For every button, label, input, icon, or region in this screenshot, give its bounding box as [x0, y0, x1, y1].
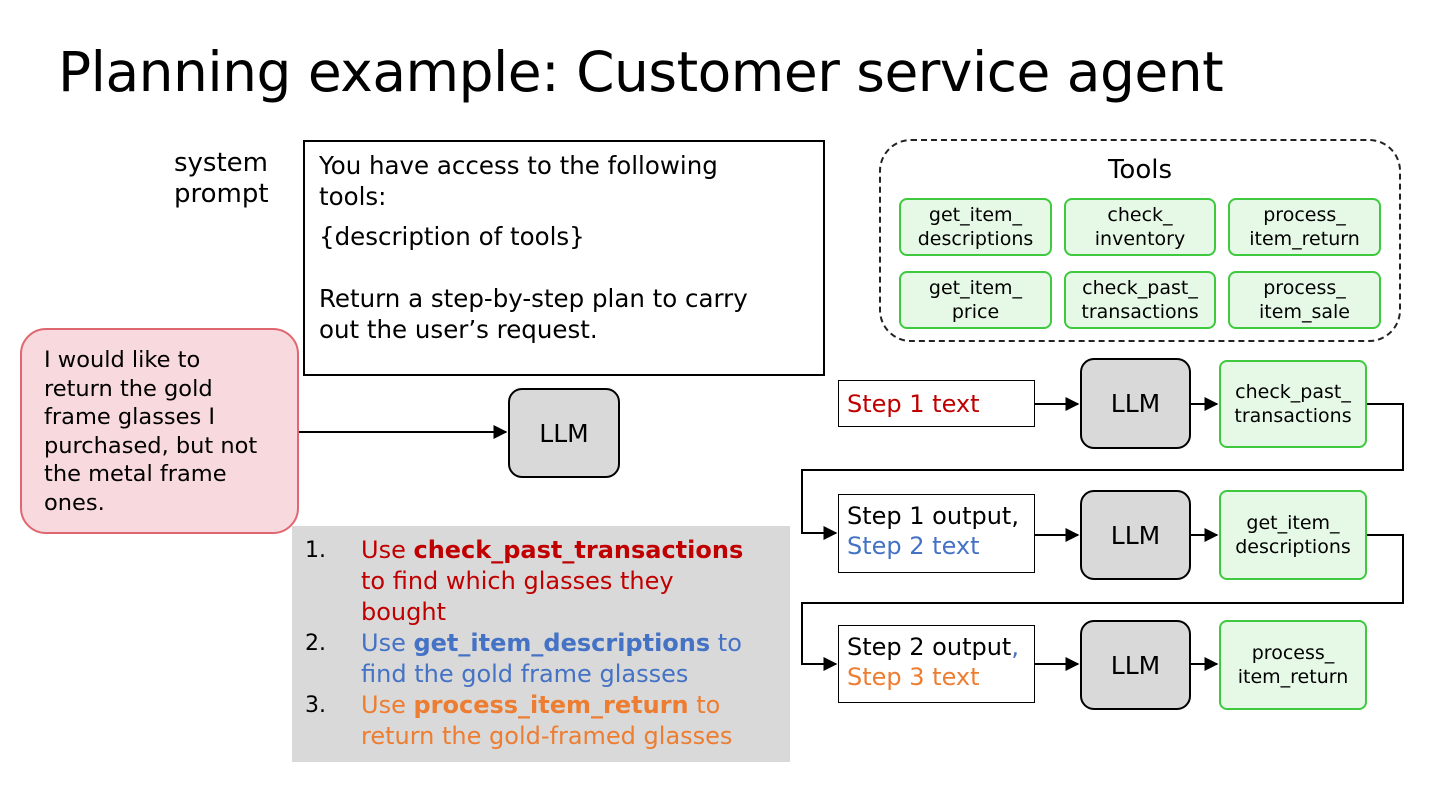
plan-item-2-number: 2. [305, 631, 326, 656]
plan-item-3: Use process_item_return to return the go… [361, 690, 781, 752]
step-2-llm-label: LLM [1110, 520, 1161, 550]
step-1-text: Step 1 text [847, 389, 980, 418]
step-1-llm-label: LLM [1110, 389, 1161, 418]
plan-item-2-tool: get_item_descriptions [413, 629, 711, 657]
step-3-line2: Step 3 text [847, 663, 980, 691]
system-prompt-line5: out the user’s request. [319, 315, 598, 344]
tool-get-item-price: get_item_ price [899, 271, 1052, 329]
plan-item-3-number: 3. [305, 693, 326, 718]
plan-item-1-tool: check_past_transactions [413, 536, 744, 564]
planner-llm-label: LLM [539, 418, 589, 448]
system-prompt-label-line1: system [174, 148, 268, 178]
plan-item-3-suffix: to [688, 691, 721, 719]
plan-item-1: Use check_past_transactions to find whic… [361, 535, 781, 628]
step-3-tool-call: process_ item_return [1219, 620, 1367, 710]
tools-panel [879, 139, 1401, 342]
plan-item-2-prefix: Use [361, 629, 414, 657]
plan-item-1-rest2: bought [361, 598, 446, 626]
plan-item-1-rest1: to find which glasses they [361, 567, 674, 595]
system-prompt-line1: You have access to the following [319, 151, 718, 180]
step-3-line1-comma: , [1011, 633, 1019, 661]
system-prompt-label: system prompt [174, 148, 269, 210]
step-2-llm-box: LLM [1080, 490, 1191, 580]
tool-get-item-descriptions: get_item_ descriptions [899, 198, 1052, 256]
connector-step2-to-step3 [801, 534, 1404, 671]
plan-item-2: Use get_item_descriptions to find the go… [361, 628, 781, 690]
tool-process-item-sale: process_ item_sale [1228, 271, 1381, 329]
user-message-bubble: I would like to return the gold frame gl… [20, 328, 299, 534]
tool-check-inventory: check_ inventory [1064, 198, 1216, 256]
tool-check-past-transactions: check_past_ transactions [1064, 271, 1216, 329]
step-1-tool-call: check_past_ transactions [1219, 360, 1367, 448]
system-prompt-line3: {description of tools} [319, 222, 585, 251]
step-1-input-box: Step 1 text [838, 380, 1035, 427]
plan-item-3-tool: process_item_return [413, 691, 689, 719]
step-2-input-box: Step 1 output, Step 2 text [838, 494, 1035, 573]
step-3-llm-box: LLM [1080, 620, 1191, 710]
tool-process-item-return: process_ item_return [1228, 198, 1381, 256]
step-2-line2: Step 2 text [847, 532, 980, 560]
step-3-line1: Step 2 output [847, 633, 1012, 661]
plan-item-2-rest1: find the gold frame glasses [361, 660, 689, 688]
step-3-input-box: Step 2 output, Step 3 text [838, 625, 1035, 703]
plan-item-3-prefix: Use [361, 691, 414, 719]
system-prompt-line2: tools: [319, 182, 387, 211]
planner-llm-box: LLM [508, 388, 620, 478]
tools-title: Tools [1107, 155, 1173, 185]
slide-title: Planning example: Customer service agent [58, 40, 1224, 104]
plan-item-3-rest1: return the gold-framed glasses [361, 722, 733, 750]
plan-item-1-number: 1. [305, 538, 326, 563]
step-2-tool-call: get_item_ descriptions [1219, 490, 1367, 580]
plan-item-2-suffix: to [710, 629, 742, 657]
plan-item-1-prefix: Use [361, 536, 414, 564]
system-prompt-line4: Return a step-by-step plan to carry [319, 284, 748, 313]
plan-output-box [292, 526, 790, 762]
step-1-llm-box: LLM [1080, 358, 1191, 449]
system-prompt-label-line2: prompt [174, 179, 269, 209]
step-2-line1: Step 1 output, [847, 502, 1019, 530]
connector-step1-to-step2 [801, 403, 1404, 540]
step-3-llm-label: LLM [1110, 650, 1161, 680]
system-prompt-box: You have access to the following tools: … [303, 140, 825, 376]
